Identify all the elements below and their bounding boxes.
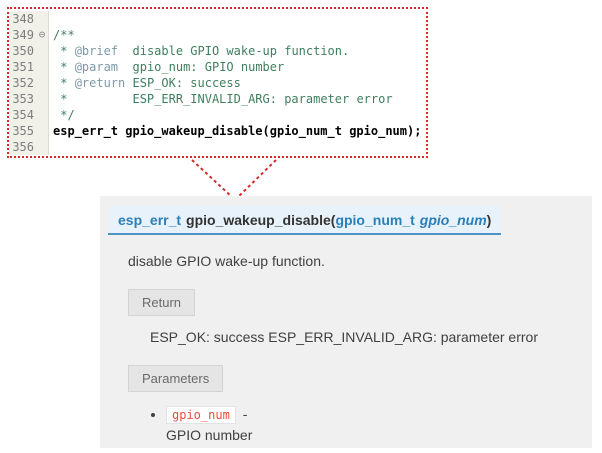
line-number: 355 xyxy=(9,123,36,139)
code-text: * @param gpio_num: GPIO number xyxy=(49,59,284,75)
code-editor-snippet: 348 349 ⊖ /** 350 * @brief disable GPIO … xyxy=(7,7,428,158)
doxygen-tag: @brief xyxy=(74,44,119,58)
code-text: * ESP_ERR_INVALID_ARG: parameter error xyxy=(49,91,393,107)
code-line: 353 * ESP_ERR_INVALID_ARG: parameter err… xyxy=(9,91,426,107)
parameters-section-label: Parameters xyxy=(128,365,224,392)
code-text xyxy=(49,139,53,155)
code-text: * @return ESP_OK: success xyxy=(49,75,241,91)
fold-marker xyxy=(36,75,49,91)
fold-marker xyxy=(36,91,49,107)
annotation-arrow-icon xyxy=(191,159,277,198)
code-text: */ xyxy=(49,107,75,123)
comment-text: * xyxy=(53,44,75,58)
code-line: 348 xyxy=(9,11,426,27)
comment-text: /** xyxy=(53,28,75,42)
fold-collapse-icon[interactable]: ⊖ xyxy=(36,27,49,43)
code-line: 349 ⊖ /** xyxy=(9,27,426,43)
fold-marker xyxy=(36,11,49,27)
return-type-link[interactable]: esp_err_t xyxy=(118,212,182,228)
code-line: 356 xyxy=(9,139,426,155)
line-number: 356 xyxy=(9,139,36,155)
parameter-list: gpio_num- GPIO number xyxy=(152,406,592,443)
close-paren: ) xyxy=(486,212,492,228)
param-type-link[interactable]: gpio_num_t xyxy=(335,212,415,228)
comment-text: ESP_ERR_INVALID_ARG: parameter error xyxy=(132,92,393,106)
comment-text: * xyxy=(53,92,133,106)
line-number: 351 xyxy=(9,59,36,75)
fold-marker xyxy=(36,123,49,139)
code-line: 354 */ xyxy=(9,107,426,123)
fold-marker xyxy=(36,43,49,59)
comment-text: ESP_OK: success xyxy=(125,76,241,90)
comment-text: */ xyxy=(53,108,75,122)
fold-marker xyxy=(36,139,49,155)
function-brief: disable GPIO wake-up function. xyxy=(128,253,325,269)
function-name: gpio_wakeup_disable xyxy=(186,212,331,228)
fold-marker xyxy=(36,59,49,75)
doxygen-tag: @param xyxy=(74,60,119,74)
code-text: /** xyxy=(49,27,75,43)
line-number: 350 xyxy=(9,43,36,59)
line-number: 349 xyxy=(9,27,36,43)
code-line: 352 * @return ESP_OK: success xyxy=(9,75,426,91)
comment-text: gpio_num: GPIO number xyxy=(118,60,285,74)
comment-text: * xyxy=(53,76,75,90)
comment-text: disable GPIO wake-up function. xyxy=(118,44,350,58)
return-description: ESP_OK: success ESP_ERR_INVALID_ARG: par… xyxy=(150,329,538,345)
code-line: 351 * @param gpio_num: GPIO number xyxy=(9,59,426,75)
code-line: 355 esp_err_t gpio_wakeup_disable(gpio_n… xyxy=(9,123,426,139)
line-number: 354 xyxy=(9,107,36,123)
source-code: esp_err_t gpio_wakeup_disable(gpio_num_t… xyxy=(53,124,422,138)
parameter-item: gpio_num- GPIO number xyxy=(166,406,592,443)
code-text: * @brief disable GPIO wake-up function. xyxy=(49,43,349,59)
param-name: gpio_num xyxy=(419,212,487,228)
line-number: 352 xyxy=(9,75,36,91)
code-text: esp_err_t gpio_wakeup_disable(gpio_num_t… xyxy=(49,123,421,139)
fold-marker xyxy=(36,107,49,123)
comment-text: * xyxy=(53,60,75,74)
parameter-description: GPIO number xyxy=(166,427,253,443)
parameter-separator: - xyxy=(242,406,248,422)
line-number: 353 xyxy=(9,91,36,107)
code-text xyxy=(49,11,53,27)
return-section-label: Return xyxy=(128,289,196,316)
code-line: 350 * @brief disable GPIO wake-up functi… xyxy=(9,43,426,59)
doxygen-tag: @return xyxy=(74,76,126,90)
line-number: 348 xyxy=(9,11,36,27)
parameter-name-chip: gpio_num xyxy=(166,406,236,424)
open-paren: ( xyxy=(330,212,336,228)
